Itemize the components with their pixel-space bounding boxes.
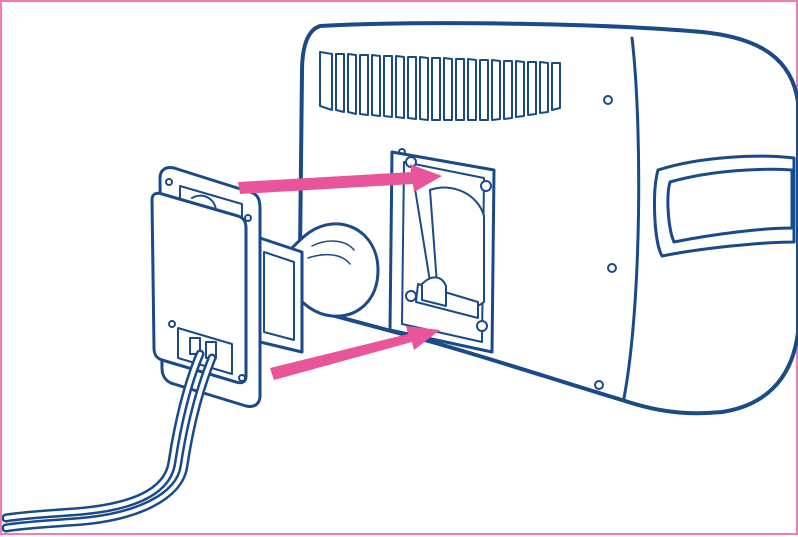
screw-icon xyxy=(608,264,616,272)
projector-housing-icon xyxy=(300,23,798,413)
handle-slot xyxy=(655,156,794,256)
screw-icon xyxy=(595,381,603,389)
screw-icon xyxy=(604,96,612,104)
vent-grille xyxy=(320,52,560,120)
